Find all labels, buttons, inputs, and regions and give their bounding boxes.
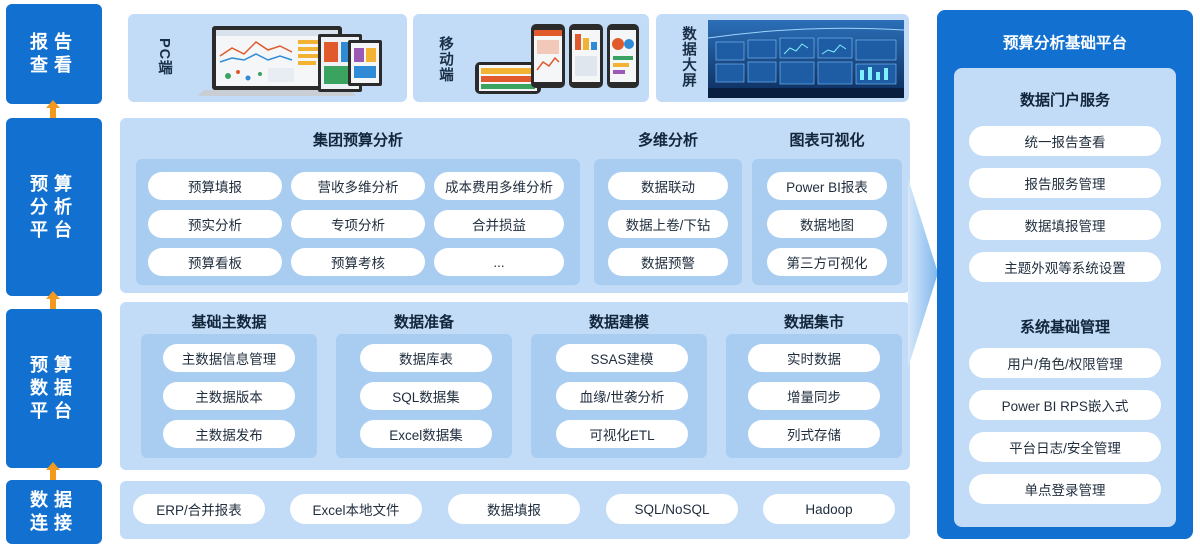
- item-excel-dataset[interactable]: Excel数据集: [360, 420, 492, 448]
- multi-analysis-title: 多维分析: [637, 132, 698, 149]
- up-arrow-icon: [46, 462, 60, 482]
- item-visual-etl[interactable]: 可视化ETL: [556, 420, 688, 448]
- pc-panel: PC端: [128, 14, 407, 102]
- item-lineage-analysis[interactable]: 血缘/世袭分析: [556, 382, 688, 410]
- item-realtime-data[interactable]: 实时数据: [748, 344, 880, 372]
- item-actual-analysis[interactable]: 预实分析: [148, 210, 282, 238]
- item-master-version[interactable]: 主数据版本: [163, 382, 295, 410]
- mobile-panel: 移动端: [413, 14, 649, 102]
- item-cost-analysis[interactable]: 成本费用多维分析: [434, 172, 564, 200]
- data-prep-title: 数据准备: [393, 314, 454, 331]
- layer-budget-analysis: 预算分析平台: [6, 118, 102, 296]
- portal-item-report-service[interactable]: 报告服务管理: [969, 168, 1161, 198]
- item-master-publish[interactable]: 主数据发布: [163, 420, 295, 448]
- item-sql-dataset[interactable]: SQL数据集: [360, 382, 492, 410]
- layer-budget-analysis-label: 预算分析平台: [30, 173, 78, 240]
- platform-title: 预算分析基础平台: [1002, 35, 1127, 52]
- conn-data-fill[interactable]: 数据填报: [448, 494, 580, 524]
- item-incremental-sync[interactable]: 增量同步: [748, 382, 880, 410]
- item-consolidated-pl[interactable]: 合并损益: [434, 210, 564, 238]
- layer-data-connection-label: 数据连接: [30, 490, 78, 533]
- big-screen-panel: 数据大屏: [656, 14, 909, 102]
- big-screen-label: 数据大屏: [680, 26, 696, 88]
- portal-item-settings[interactable]: 主题外观等系统设置: [969, 252, 1161, 282]
- conn-excel[interactable]: Excel本地文件: [290, 494, 422, 524]
- big-screen-icon: [708, 20, 904, 98]
- conn-erp[interactable]: ERP/合并报表: [133, 494, 265, 524]
- portal-item-data-fill[interactable]: 数据填报管理: [969, 210, 1161, 240]
- right-arrow-icon: [908, 178, 938, 368]
- layer-budget-data: 预算数据平台: [6, 309, 102, 468]
- system-item-rps[interactable]: Power BI RPS嵌入式: [969, 390, 1161, 420]
- layer-budget-data-label: 预算数据平台: [30, 355, 78, 421]
- item-budget-board[interactable]: 预算看板: [148, 248, 282, 276]
- layer-data-connection: 数据连接: [6, 480, 102, 544]
- master-data-title: 基础主数据: [191, 314, 267, 331]
- pc-label: PC端: [156, 38, 172, 76]
- chart-viz-title: 图表可视化: [789, 132, 865, 149]
- group-budget-title: 集团预算分析: [312, 132, 403, 149]
- item-columnar-storage[interactable]: 列式存储: [748, 420, 880, 448]
- layer-report-view: 报告查看: [6, 4, 102, 104]
- item-master-info[interactable]: 主数据信息管理: [163, 344, 295, 372]
- system-item-sso[interactable]: 单点登录管理: [969, 474, 1161, 504]
- portal-item-report-view[interactable]: 统一报告查看: [969, 126, 1161, 156]
- item-db-table[interactable]: 数据库表: [360, 344, 492, 372]
- portal-title: 数据门户服务: [1019, 92, 1110, 109]
- item-special-analysis[interactable]: 专项分析: [291, 210, 425, 238]
- mobile-phones-icon: [475, 24, 639, 94]
- item-budget-fill[interactable]: 预算填报: [148, 172, 282, 200]
- item-drill[interactable]: 数据上卷/下钻: [608, 210, 728, 238]
- up-arrow-icon: [46, 291, 60, 311]
- item-budget-assessment[interactable]: 预算考核: [291, 248, 425, 276]
- item-data-map[interactable]: 数据地图: [767, 210, 887, 238]
- data-modeling-title: 数据建模: [588, 314, 649, 331]
- mobile-label: 移动端: [437, 36, 453, 83]
- data-mart-title: 数据集市: [783, 314, 844, 331]
- item-third-party-viz[interactable]: 第三方可视化: [767, 248, 887, 276]
- item-ssas-modeling[interactable]: SSAS建模: [556, 344, 688, 372]
- system-title: 系统基础管理: [1019, 319, 1110, 336]
- item-data-linkage[interactable]: 数据联动: [608, 172, 728, 200]
- conn-sql[interactable]: SQL/NoSQL: [606, 494, 738, 524]
- item-powerbi-report[interactable]: Power BI报表: [767, 172, 887, 200]
- system-item-logs[interactable]: 平台日志/安全管理: [969, 432, 1161, 462]
- laptop-dashboard-icon: [198, 26, 382, 96]
- item-data-alert[interactable]: 数据预警: [608, 248, 728, 276]
- item-revenue-analysis[interactable]: 营收多维分析: [291, 172, 425, 200]
- item-more[interactable]: ...: [434, 248, 564, 276]
- up-arrow-icon: [46, 100, 60, 120]
- layer-report-view-label: 报告查看: [30, 32, 78, 75]
- conn-hadoop[interactable]: Hadoop: [763, 494, 895, 524]
- system-item-permissions[interactable]: 用户/角色/权限管理: [969, 348, 1161, 378]
